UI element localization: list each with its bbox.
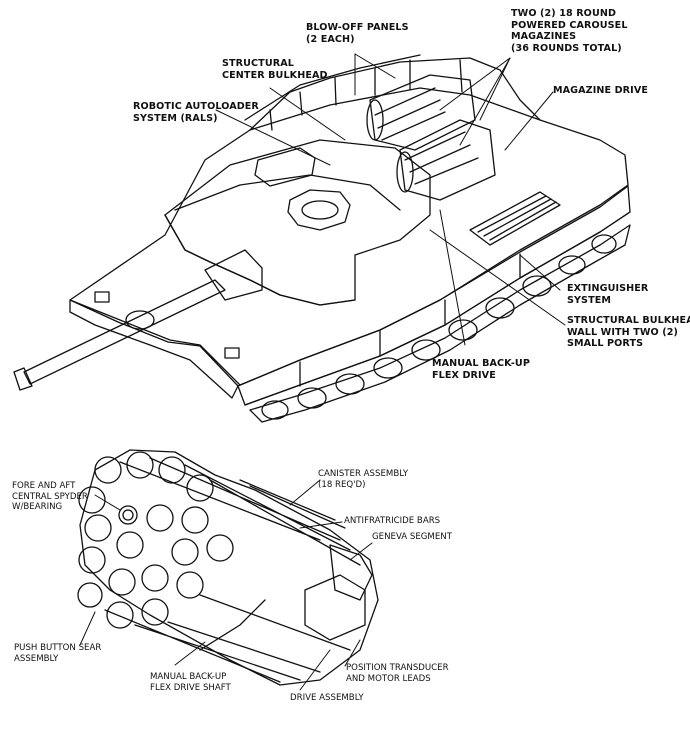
label-line: CANISTER ASSEMBLY bbox=[318, 469, 409, 479]
label-line: POSITION TRANSDUCER bbox=[346, 663, 449, 673]
carousel-canister-lines bbox=[104, 457, 361, 683]
label-line: MAGAZINE DRIVE bbox=[553, 85, 649, 96]
tank-headlight bbox=[224, 347, 240, 359]
tank-cupola bbox=[287, 189, 351, 231]
label-spyder: FORE AND AFT CENTRAL SPYDER W/BEARING bbox=[12, 481, 88, 513]
tank-glacis bbox=[69, 299, 239, 399]
carousel-outline bbox=[79, 449, 379, 686]
carousel-geneva-segment bbox=[329, 544, 373, 601]
label-line: CENTRAL SPYDER bbox=[12, 491, 88, 502]
label-drive-assembly: DRIVE ASSEMBLY bbox=[290, 693, 364, 704]
label-autoloader: ROBOTIC AUTOLOADER SYSTEM (RALS) bbox=[133, 101, 259, 124]
label-line: CENTER BULKHEAD bbox=[222, 69, 328, 81]
label-line: AND MOTOR LEADS bbox=[346, 673, 431, 684]
label-line: ASSEMBLY bbox=[14, 653, 59, 664]
carousel-drive-box bbox=[304, 574, 366, 641]
tank-bustle-rack bbox=[249, 57, 541, 131]
label-line: POWERED CAROUSEL bbox=[511, 19, 628, 31]
label-line: FLEX DRIVE bbox=[432, 369, 496, 381]
tank-turret-roof-line bbox=[174, 174, 401, 211]
label-extinguisher: EXTINGUISHER SYSTEM bbox=[567, 283, 648, 306]
tank-sight-box bbox=[254, 147, 316, 187]
label-line: EXTINGUISHER bbox=[567, 283, 649, 294]
label-line: SYSTEM bbox=[567, 294, 612, 306]
tank-mantlet bbox=[204, 249, 263, 301]
label-flex-drive: MANUAL BACK-UP FLEX DRIVE bbox=[432, 358, 530, 381]
tank-gun-barrel bbox=[23, 279, 226, 385]
tank-rack-bar bbox=[334, 77, 337, 106]
carousel-flex-shaft bbox=[199, 599, 266, 651]
tank-hull-deck bbox=[69, 87, 629, 386]
label-line: FLEX DRIVE SHAFT bbox=[150, 682, 231, 693]
tank-bore-evacuator bbox=[125, 310, 155, 330]
label-blowoff-panels: BLOW-OFF PANELS (2 EACH) bbox=[306, 22, 409, 45]
tank-road-wheels bbox=[261, 234, 617, 420]
label-line: ANTIFRATRICIDE BARS bbox=[344, 516, 441, 526]
carousel-drawing bbox=[77, 449, 379, 686]
carousel-spyder-hub-inner bbox=[122, 509, 134, 521]
tank-gun-muzzle bbox=[13, 367, 33, 391]
tank-hatch bbox=[301, 200, 339, 220]
label-line: STRUCTURAL bbox=[222, 58, 294, 69]
label-line: MANUAL BACK-UP bbox=[432, 358, 530, 369]
tank-track bbox=[249, 224, 631, 423]
label-line: ROBOTIC AUTOLOADER bbox=[133, 101, 259, 112]
leader-lines bbox=[79, 53, 566, 691]
label-line: SYSTEM (RALS) bbox=[133, 112, 218, 124]
label-line: DRIVE ASSEMBLY bbox=[290, 693, 364, 703]
label-line: PUSH BUTTON SEAR bbox=[14, 643, 102, 653]
label-line: TWO (2) 18 ROUND bbox=[511, 8, 617, 19]
label-line: BLOW-OFF PANELS bbox=[306, 22, 409, 33]
label-line: WALL WITH TWO (2) bbox=[567, 326, 678, 338]
label-push-button: PUSH BUTTON SEAR ASSEMBLY bbox=[14, 643, 101, 664]
label-line: MANUAL BACK-UP bbox=[150, 672, 227, 682]
label-geneva: GENEVA SEGMENT bbox=[372, 532, 452, 543]
carousel-canister-ends bbox=[77, 451, 234, 629]
label-line: FORE AND AFT bbox=[12, 481, 76, 491]
label-flex-shaft: MANUAL BACK-UP FLEX DRIVE SHAFT bbox=[150, 672, 231, 693]
label-magazines: TWO (2) 18 ROUND POWERED CAROUSEL MAGAZI… bbox=[511, 8, 628, 54]
label-line: (2 EACH) bbox=[306, 33, 355, 45]
label-line: MAGAZINES bbox=[511, 31, 577, 42]
label-transducer: POSITION TRANSDUCER AND MOTOR LEADS bbox=[346, 663, 449, 684]
tank-turret bbox=[164, 139, 431, 306]
carousel-bars bbox=[239, 479, 346, 529]
label-line: GENEVA SEGMENT bbox=[372, 532, 452, 542]
label-magazine-drive: MAGAZINE DRIVE bbox=[553, 85, 648, 97]
tank-rack-bar bbox=[459, 59, 463, 93]
label-bulkhead-wall: STRUCTURAL BULKHEAD WALL WITH TWO (2) SM… bbox=[567, 315, 690, 350]
tank-engine-grille bbox=[469, 191, 561, 246]
label-canister: CANISTER ASSEMBLY (18 REQ'D) bbox=[318, 469, 408, 490]
tank-turret-front bbox=[164, 214, 356, 306]
label-line: (36 ROUNDS TOTAL) bbox=[511, 42, 622, 54]
tank-bustle-rack bbox=[244, 54, 421, 121]
label-line: (18 REQ'D) bbox=[318, 479, 366, 490]
label-center-bulkhead: STRUCTURAL CENTER BULKHEAD bbox=[222, 58, 328, 81]
tank-drawing bbox=[13, 54, 631, 423]
label-line: SMALL PORTS bbox=[567, 338, 644, 349]
tank-magazines bbox=[366, 74, 496, 201]
label-line: W/BEARING bbox=[12, 502, 63, 512]
label-line: STRUCTURAL BULKHEAD bbox=[567, 315, 690, 326]
label-antifratricide: ANTIFRATRICIDE BARS bbox=[344, 516, 440, 527]
tank-rack-bar bbox=[269, 109, 273, 131]
tank-rack-bar bbox=[299, 91, 303, 116]
tank-headlight bbox=[94, 291, 110, 303]
carousel-spyder-hub bbox=[118, 505, 138, 525]
